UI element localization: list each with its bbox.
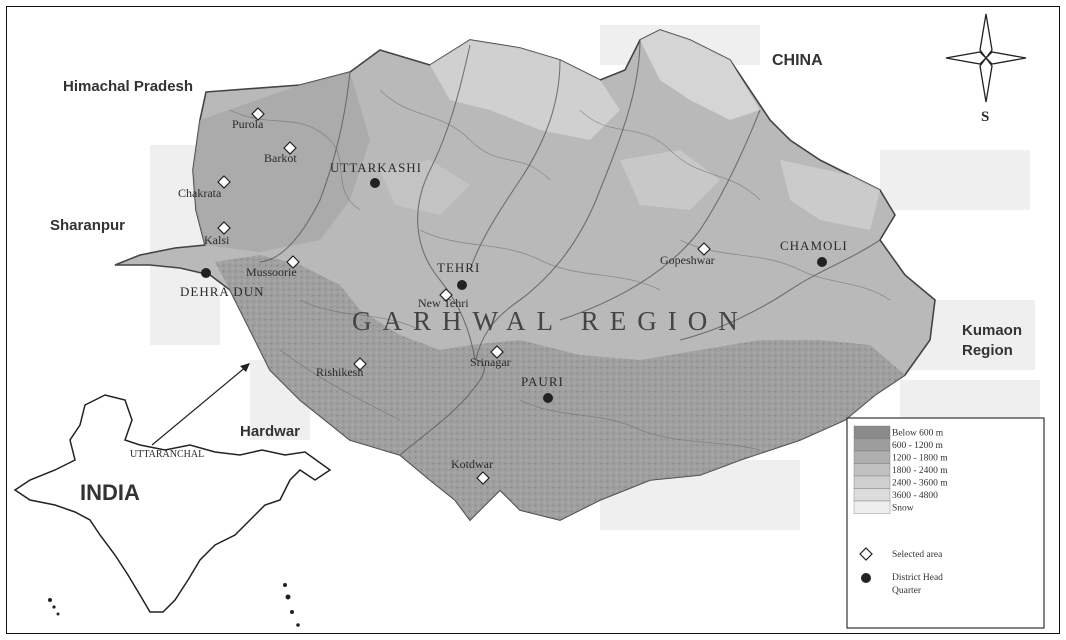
district-hq-markers <box>201 178 827 403</box>
legend-hq-label-line1: District Head <box>892 573 943 583</box>
legend-band-label-1: 600 - 1200 m <box>892 441 944 451</box>
hq-dot-chamoli <box>817 257 827 267</box>
district-tehri: TEHRI <box>437 260 480 275</box>
region-title: GARHWAL REGION <box>352 306 749 336</box>
legend-swatch-6 <box>853 500 891 514</box>
marker-chakrata <box>217 175 231 189</box>
india-inset-map <box>13 363 332 627</box>
hq-dot-tehri <box>457 280 467 290</box>
legend-swatch-4 <box>853 475 891 489</box>
marker-purola <box>251 107 265 121</box>
label-hardwar: Hardwar <box>240 423 300 440</box>
contour-lines <box>229 89 891 451</box>
map-legend: Below 600 m 600 - 1200 m 1200 - 1800 m 1800… <box>846 417 1045 629</box>
selected-area-markers <box>217 107 711 485</box>
river-network <box>259 39 881 456</box>
hq-dot-dehradun <box>201 268 211 278</box>
district-pauri: PAURI <box>521 374 564 389</box>
town-gopeshwar: Gopeshwar <box>660 253 715 267</box>
label-kumaon-region: Region <box>962 342 1013 359</box>
town-barkot: Barkot <box>264 151 297 165</box>
legend-selected-area-label: Selected area <box>892 550 943 560</box>
marker-mussoorie <box>286 255 300 269</box>
town-mussoorie: Mussoorie <box>246 265 297 279</box>
marker-kotdwar <box>476 471 490 485</box>
legend-band-label-2: 1200 - 1800 m <box>892 454 948 464</box>
label-himachal-pradesh: Himachal Pradesh <box>63 78 193 95</box>
legend-swatch-3 <box>853 463 891 477</box>
district-dehradun: DEHRA DUN <box>180 284 264 299</box>
district-chamoli: CHAMOLI <box>780 238 848 253</box>
marker-kalsi <box>217 221 231 235</box>
legend-hq-label-line2: Quarter <box>892 586 922 596</box>
town-rishikesh: Rishikesh <box>316 365 363 379</box>
inset-country-label: INDIA <box>80 480 140 505</box>
hq-dot-uttarkashi <box>370 178 380 188</box>
town-kalsi: Kalsi <box>204 233 230 247</box>
marker-barkot <box>283 141 297 155</box>
legend-band-label-3: 1800 - 2400 m <box>892 466 948 476</box>
compass-rose-icon <box>945 13 1027 103</box>
marker-gopeshwar <box>697 242 711 256</box>
label-china: CHINA <box>772 52 823 69</box>
marker-new-tehri <box>439 288 453 302</box>
legend-swatch-2 <box>853 450 891 464</box>
hq-dot-pauri <box>543 393 553 403</box>
marker-rishikesh <box>353 357 367 371</box>
town-chakrata: Chakrata <box>178 186 222 200</box>
legend-swatch-0 <box>853 425 891 439</box>
legend-band-label-6: Snow <box>892 504 914 514</box>
legend-district-hq-icon <box>861 573 871 583</box>
legend-band-label-4: 2400 - 3600 m <box>892 479 948 489</box>
legend-swatch-5 <box>853 488 891 502</box>
label-kumaon: Kumaon <box>962 322 1022 339</box>
legend-swatch-1 <box>853 438 891 452</box>
label-sharanpur: Sharanpur <box>50 217 125 234</box>
garhwal-landmass <box>114 29 936 522</box>
legend-elevation-swatches: Below 600 m 600 - 1200 m 1200 - 1800 m 1800… <box>853 425 948 514</box>
marker-srinagar <box>490 345 504 359</box>
legend-selected-area-icon <box>859 547 873 561</box>
town-purola: Purola <box>232 117 264 131</box>
town-new-tehri: New Tehri <box>418 296 469 310</box>
town-srinagar: Srinagar <box>470 355 511 369</box>
legend-band-label-5: 3600 - 4800 <box>892 491 938 501</box>
town-kotdwar: Kotdwar <box>451 457 493 471</box>
legend-band-label-0: Below 600 m <box>892 429 944 439</box>
district-uttarkashi: UTTARKASHI <box>330 160 422 175</box>
inset-state-label: UTTARANCHAL <box>130 449 204 460</box>
compass-label: S <box>981 109 989 125</box>
